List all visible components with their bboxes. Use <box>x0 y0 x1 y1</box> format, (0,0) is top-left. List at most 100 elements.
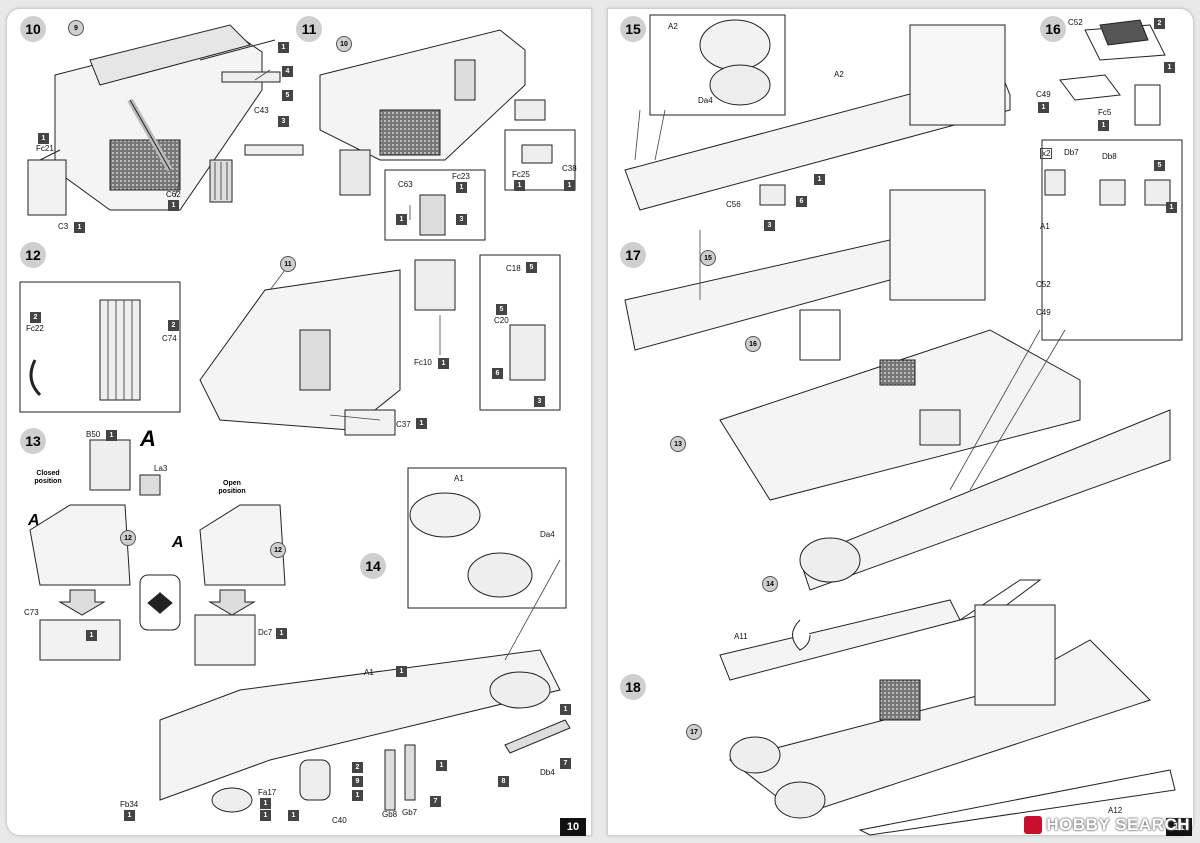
qty-badge: 3 <box>764 220 775 231</box>
callout-a: A <box>140 426 156 451</box>
qty-badge: 1 <box>1038 102 1049 113</box>
qty-badge: 2 <box>352 762 363 773</box>
qty-badge: 1 <box>438 358 449 369</box>
part-label-a11: A11 <box>734 632 748 641</box>
qty-badge: 2 <box>30 312 41 323</box>
qty-badge: 1 <box>1098 120 1109 131</box>
qty-badge: 1 <box>436 760 447 771</box>
part-label-c43: C43 <box>254 106 269 115</box>
part-label-c37: C37 <box>396 420 411 429</box>
qty-badge: 1 <box>1166 202 1177 213</box>
part-label-a1-inset: A1 <box>454 474 464 483</box>
part-label-c49: C49 <box>1036 90 1051 99</box>
ref-step-12-open: 12 <box>270 542 286 558</box>
c43-track-parts <box>221 71 304 156</box>
part-label-db8: Db8 <box>1102 152 1117 161</box>
part-label-c63: C63 <box>398 180 413 189</box>
step-number-12: 12 <box>20 242 46 268</box>
part-label-da4: Da4 <box>540 530 555 539</box>
part-label-a1: A1 <box>364 668 374 677</box>
ref-step-11: 11 <box>280 256 296 272</box>
qty-badge: 6 <box>796 196 807 207</box>
part-label-fc23: Fc23 <box>452 172 470 181</box>
open-position-label: Open position <box>218 480 246 495</box>
part-label-c38: C38 <box>562 164 577 173</box>
qty-badge: 1 <box>396 214 407 225</box>
qty-badge: 3 <box>534 396 545 407</box>
qty-badge: 3 <box>456 214 467 225</box>
qty-badge: 1 <box>106 430 117 441</box>
qty-badge: 8 <box>498 776 509 787</box>
part-label-c74: C74 <box>162 334 177 343</box>
step14-side-panel <box>159 467 571 813</box>
step17-hull-assembly <box>624 139 1183 621</box>
part-label-a2-inset: A2 <box>668 22 678 31</box>
qty-badge: 1 <box>396 666 407 677</box>
part-label-gb8: Gb8 <box>382 810 398 819</box>
qty-badge: 1 <box>814 174 825 185</box>
step-number-11: 11 <box>296 16 322 42</box>
qty-badge: 1 <box>278 42 289 53</box>
qty-badge: 1 <box>260 810 271 821</box>
qty-badge: 1 <box>168 200 179 211</box>
qty-badge: 1 <box>260 798 271 809</box>
ref-step-9: 9 <box>68 20 84 36</box>
ref-step-13: 13 <box>670 436 686 452</box>
qty-badge: 5 <box>496 304 507 315</box>
qty-badge: 5 <box>1154 160 1165 171</box>
step-number-15: 15 <box>620 16 646 42</box>
part-label-c20: C20 <box>494 316 509 325</box>
watermark: HOBBY SEARCH <box>1024 815 1190 835</box>
qty-badge: 1 <box>1164 62 1175 73</box>
qty-badge: 5 <box>526 262 537 273</box>
part-label-fc10: Fc10 <box>414 358 432 367</box>
step-number-14: 14 <box>360 553 386 579</box>
part-label-c52-right: C52 <box>1036 280 1051 289</box>
part-label-fc5: Fc5 <box>1098 108 1112 117</box>
qty-badge: 3 <box>278 116 289 127</box>
part-label-c56: C56 <box>726 200 741 209</box>
part-label-c40: C40 <box>332 816 347 825</box>
part-label-fc21: Fc21 <box>36 144 54 153</box>
qty-badge: 1 <box>38 133 49 144</box>
qty-badge: 1 <box>352 790 363 801</box>
step12-assembly <box>19 254 561 436</box>
step11-hull-section <box>319 29 576 241</box>
part-label-fc25: Fc25 <box>512 170 530 179</box>
qty-badge: 4 <box>282 66 293 77</box>
part-label-a1-right: A1 <box>1040 222 1050 231</box>
qty-badge: 7 <box>430 796 441 807</box>
part-label-fb34: Fb34 <box>120 800 139 809</box>
step-number-18: 18 <box>620 674 646 700</box>
qty-badge: 5 <box>282 90 293 101</box>
part-label-da4-inset: Da4 <box>698 96 713 105</box>
part-label-c3: C3 <box>58 222 69 231</box>
part-label-dc7: Dc7 <box>258 628 273 637</box>
part-label-c73: C73 <box>24 608 39 617</box>
part-label-c18: C18 <box>506 264 521 273</box>
qty-badge: 1 <box>456 182 467 193</box>
part-label-db7: Db7 <box>1064 148 1079 157</box>
part-label-c49-right: C49 <box>1036 308 1051 317</box>
quantity-multiplier-mark: x2 <box>1040 148 1053 159</box>
ref-step-17: 17 <box>686 724 702 740</box>
step-number-16: 16 <box>1040 16 1066 42</box>
ref-step-16: 16 <box>745 336 761 352</box>
qty-badge: 1 <box>86 630 97 641</box>
qty-badge: 1 <box>288 810 299 821</box>
step-number-10: 10 <box>20 16 46 42</box>
part-label-la3: La3 <box>154 464 168 473</box>
closed-position-label: Closed position <box>34 470 62 485</box>
callout-a-closed: A <box>28 512 40 529</box>
qty-badge: 2 <box>168 320 179 331</box>
qty-badge: 1 <box>560 704 571 715</box>
qty-badge: 1 <box>564 180 575 191</box>
qty-badge: 7 <box>560 758 571 769</box>
step-number-17: 17 <box>620 242 646 268</box>
page-number-left: 10 <box>560 818 586 836</box>
part-label-db4: Db4 <box>540 768 555 777</box>
part-label-b50: B50 <box>86 430 101 439</box>
part-label-fa17: Fa17 <box>258 788 277 797</box>
step13-hatch <box>29 439 286 666</box>
